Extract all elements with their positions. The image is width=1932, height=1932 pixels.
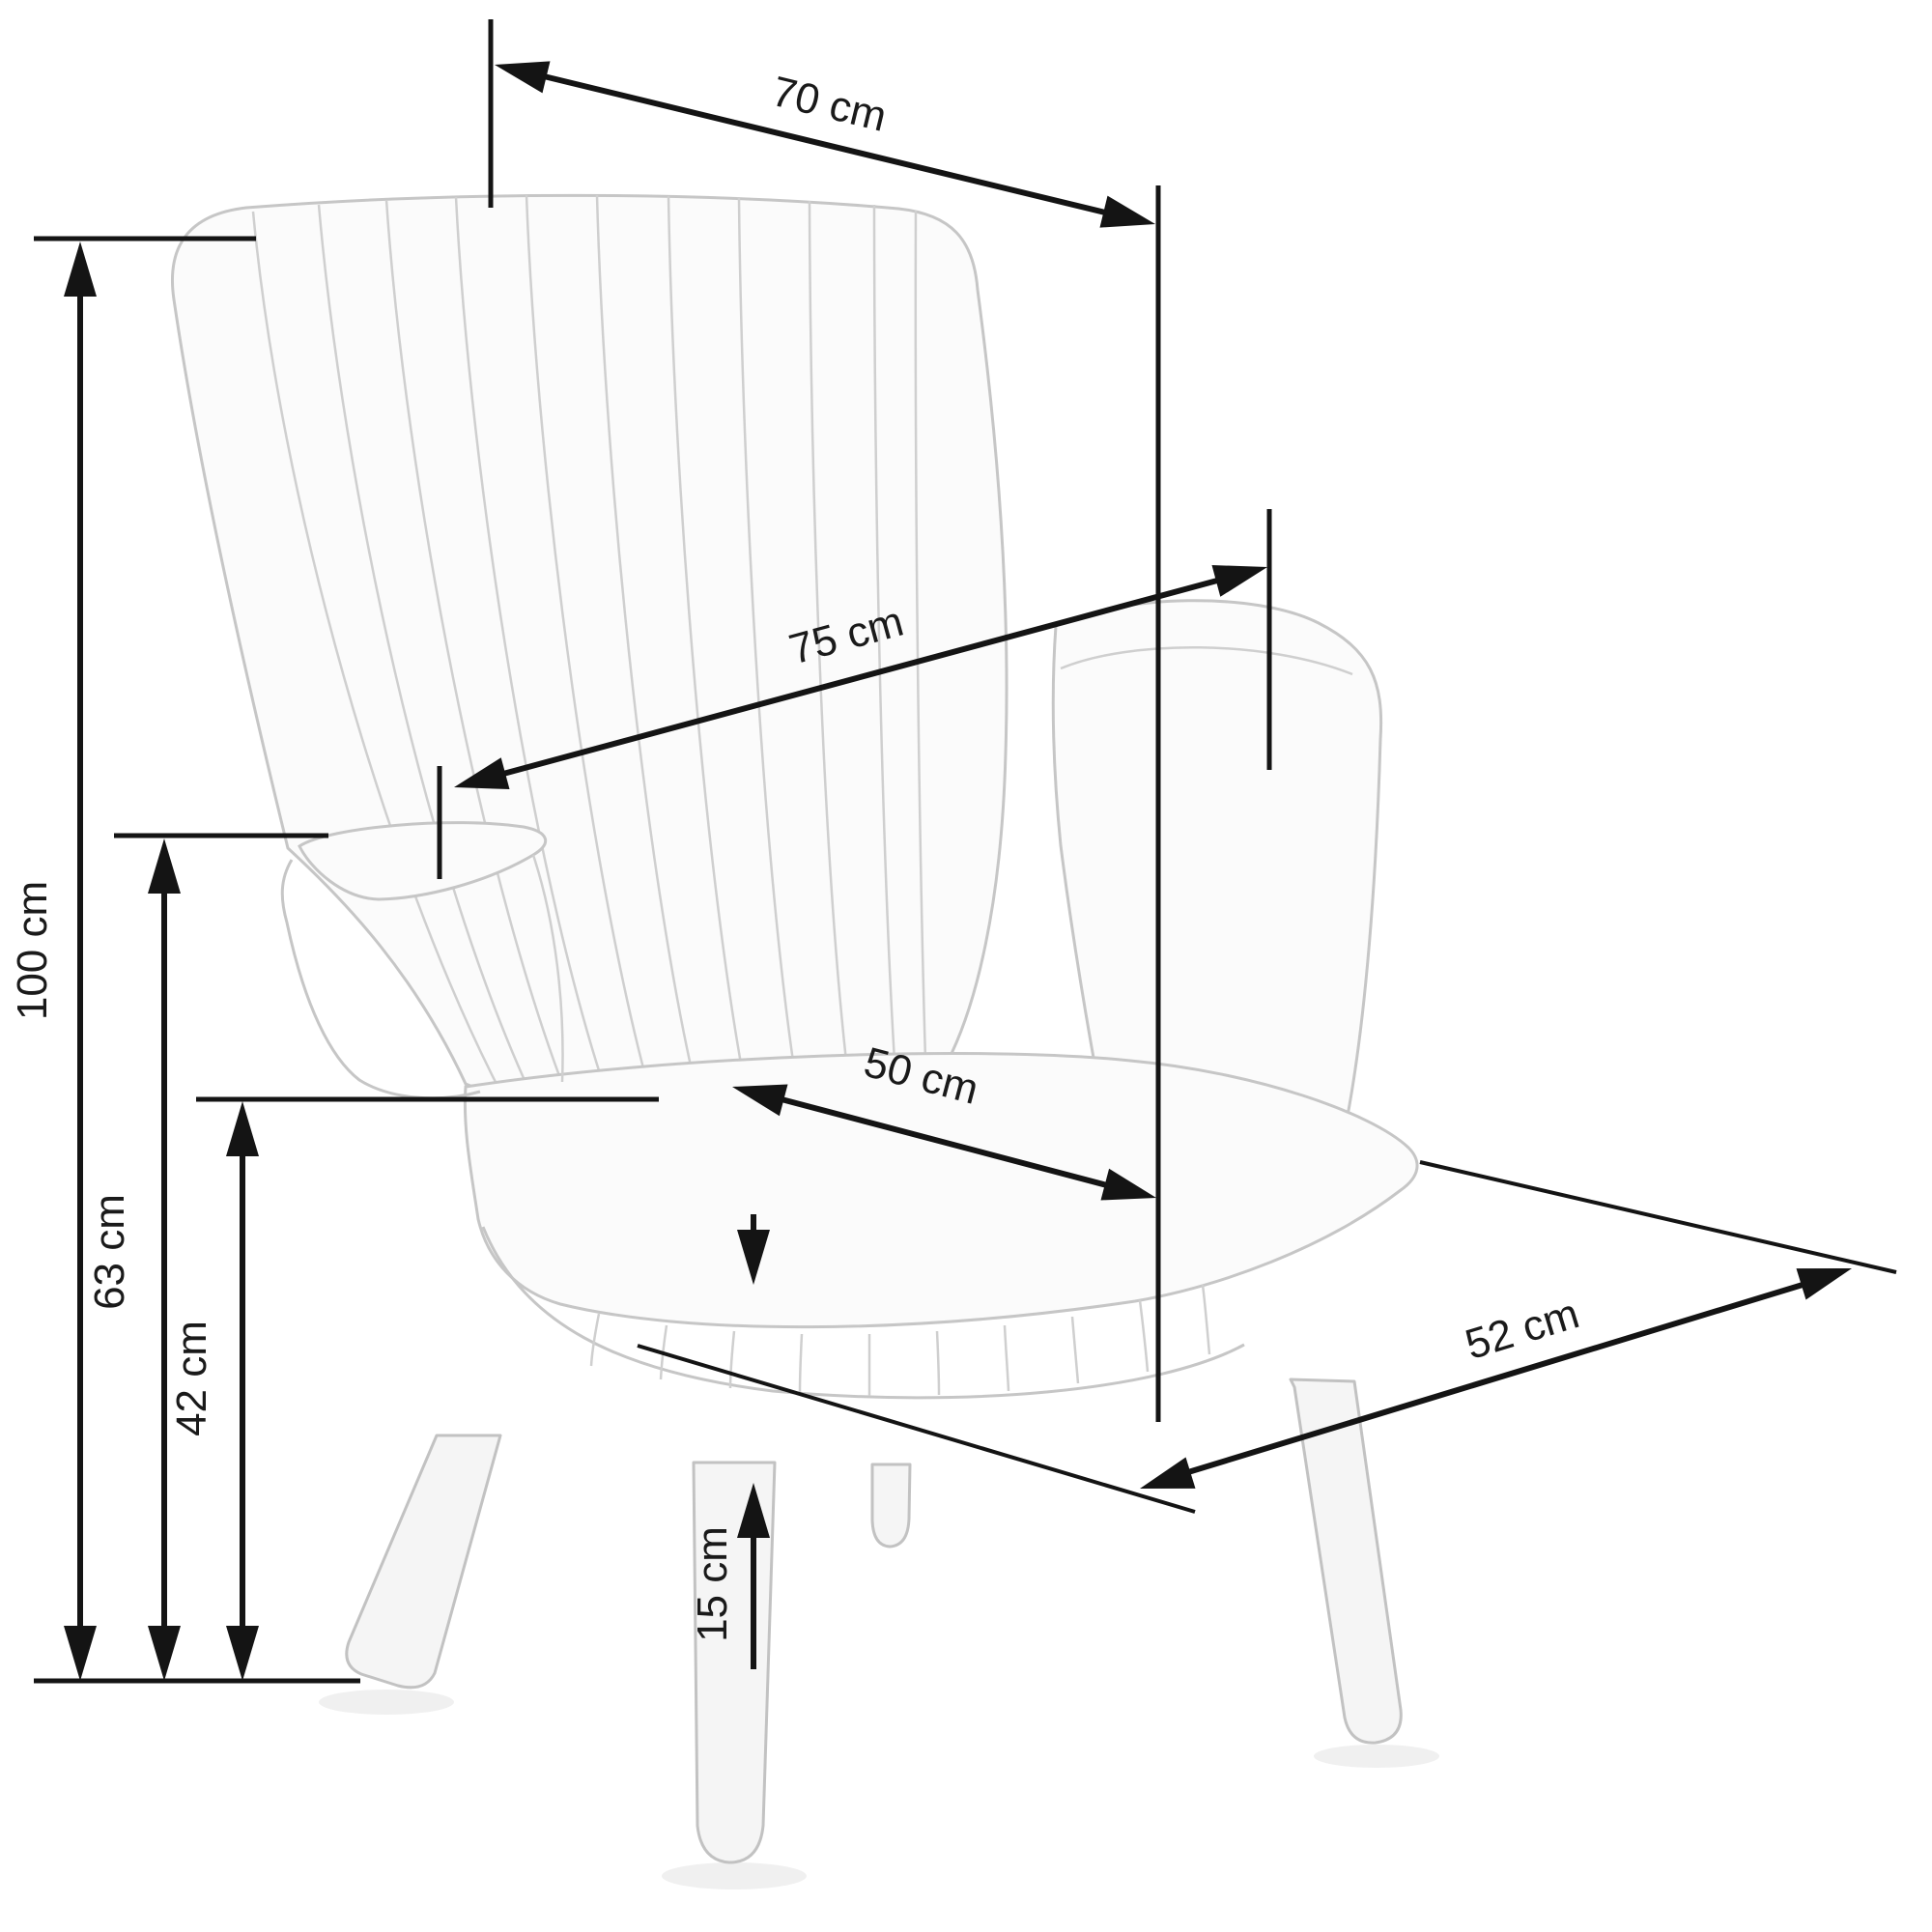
right-armrest-pad-seam bbox=[1060, 646, 1353, 676]
left-armrest-inner-edge bbox=[531, 854, 564, 1083]
arrowhead bbox=[1796, 1268, 1852, 1300]
dimension-overall-height: 100 cm bbox=[9, 236, 256, 1681]
dimension-line bbox=[502, 578, 1218, 777]
dimension-label-overall-height: 100 cm bbox=[9, 881, 56, 1020]
dimension-line bbox=[543, 73, 1106, 215]
front-right-leg bbox=[1289, 1378, 1403, 1745]
floor-shadow bbox=[662, 1862, 807, 1889]
floor-shadow bbox=[319, 1690, 454, 1715]
chair-legs bbox=[345, 1378, 1403, 1864]
arrowhead bbox=[148, 1626, 181, 1681]
arrowhead bbox=[64, 1626, 97, 1681]
floor-shadow bbox=[1314, 1745, 1439, 1768]
arrowhead bbox=[226, 1101, 259, 1156]
dimension-label-armrest-height: 63 cm bbox=[86, 1194, 133, 1310]
dimension-leg-height: 15 cm bbox=[689, 1214, 770, 1669]
backrest bbox=[171, 193, 1009, 1124]
arrowhead bbox=[454, 757, 510, 789]
dimension-label-leg-height: 15 cm bbox=[689, 1526, 736, 1642]
extension-line bbox=[637, 1344, 1196, 1514]
arrowhead bbox=[495, 61, 551, 94]
rear-right-leg bbox=[870, 1463, 912, 1548]
channel-tufting-lines bbox=[251, 194, 928, 1124]
arrowhead bbox=[226, 1626, 259, 1681]
backrest-outline bbox=[171, 193, 1009, 1119]
arrowhead bbox=[737, 1483, 770, 1538]
dimension-label-seat-height: 42 cm bbox=[168, 1321, 215, 1436]
dimension-line bbox=[1187, 1282, 1804, 1475]
dimension-armrest-height: 63 cm bbox=[86, 833, 328, 1681]
arrowhead bbox=[148, 838, 181, 894]
seat-bottom-piping bbox=[481, 1226, 1245, 1400]
arrowhead bbox=[1100, 1168, 1156, 1201]
arrowhead bbox=[1211, 565, 1267, 597]
armchair-sketch bbox=[171, 193, 1439, 1889]
rear-left-leg bbox=[345, 1434, 502, 1690]
left-armrest bbox=[280, 821, 564, 1100]
arrowhead bbox=[64, 242, 97, 297]
dimension-seat-height: 42 cm bbox=[168, 1096, 659, 1681]
dimension-label-overall-width: 70 cm bbox=[767, 68, 891, 141]
dimension-line bbox=[781, 1096, 1108, 1188]
arrowhead bbox=[1140, 1457, 1196, 1489]
arrowhead bbox=[737, 1230, 770, 1285]
extension-line bbox=[1419, 1160, 1897, 1274]
seat-cushion bbox=[463, 1052, 1419, 1400]
arrowhead bbox=[1099, 195, 1155, 228]
arrowhead bbox=[732, 1084, 788, 1117]
